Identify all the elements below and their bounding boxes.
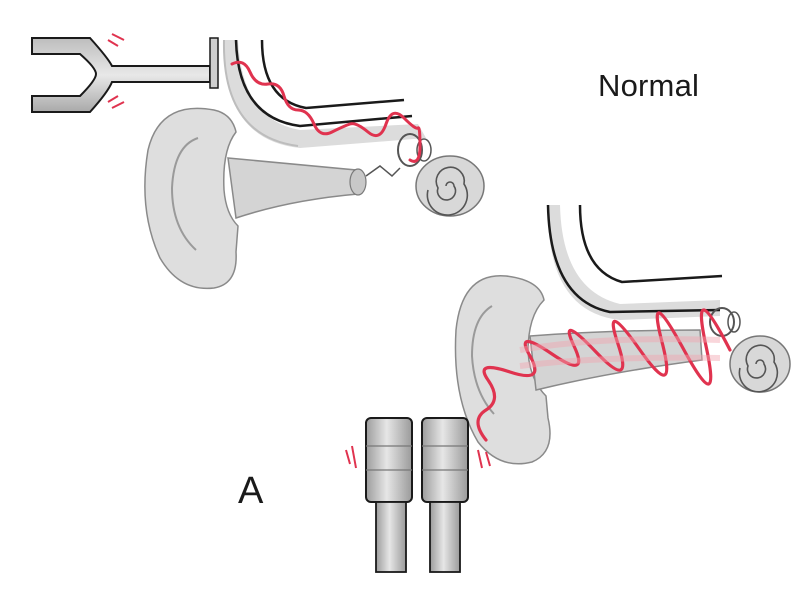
tuning-fork-bottom xyxy=(345,417,491,573)
condition-label: Normal xyxy=(598,68,700,103)
sound-wave-top xyxy=(230,60,422,163)
outer-ear-top xyxy=(144,107,485,290)
sound-wave-bottom xyxy=(476,308,732,442)
skull-bone-top xyxy=(222,39,426,148)
skull-bone-bottom xyxy=(546,204,723,320)
tuning-fork-top xyxy=(31,33,219,113)
panel-label: A xyxy=(238,470,264,512)
